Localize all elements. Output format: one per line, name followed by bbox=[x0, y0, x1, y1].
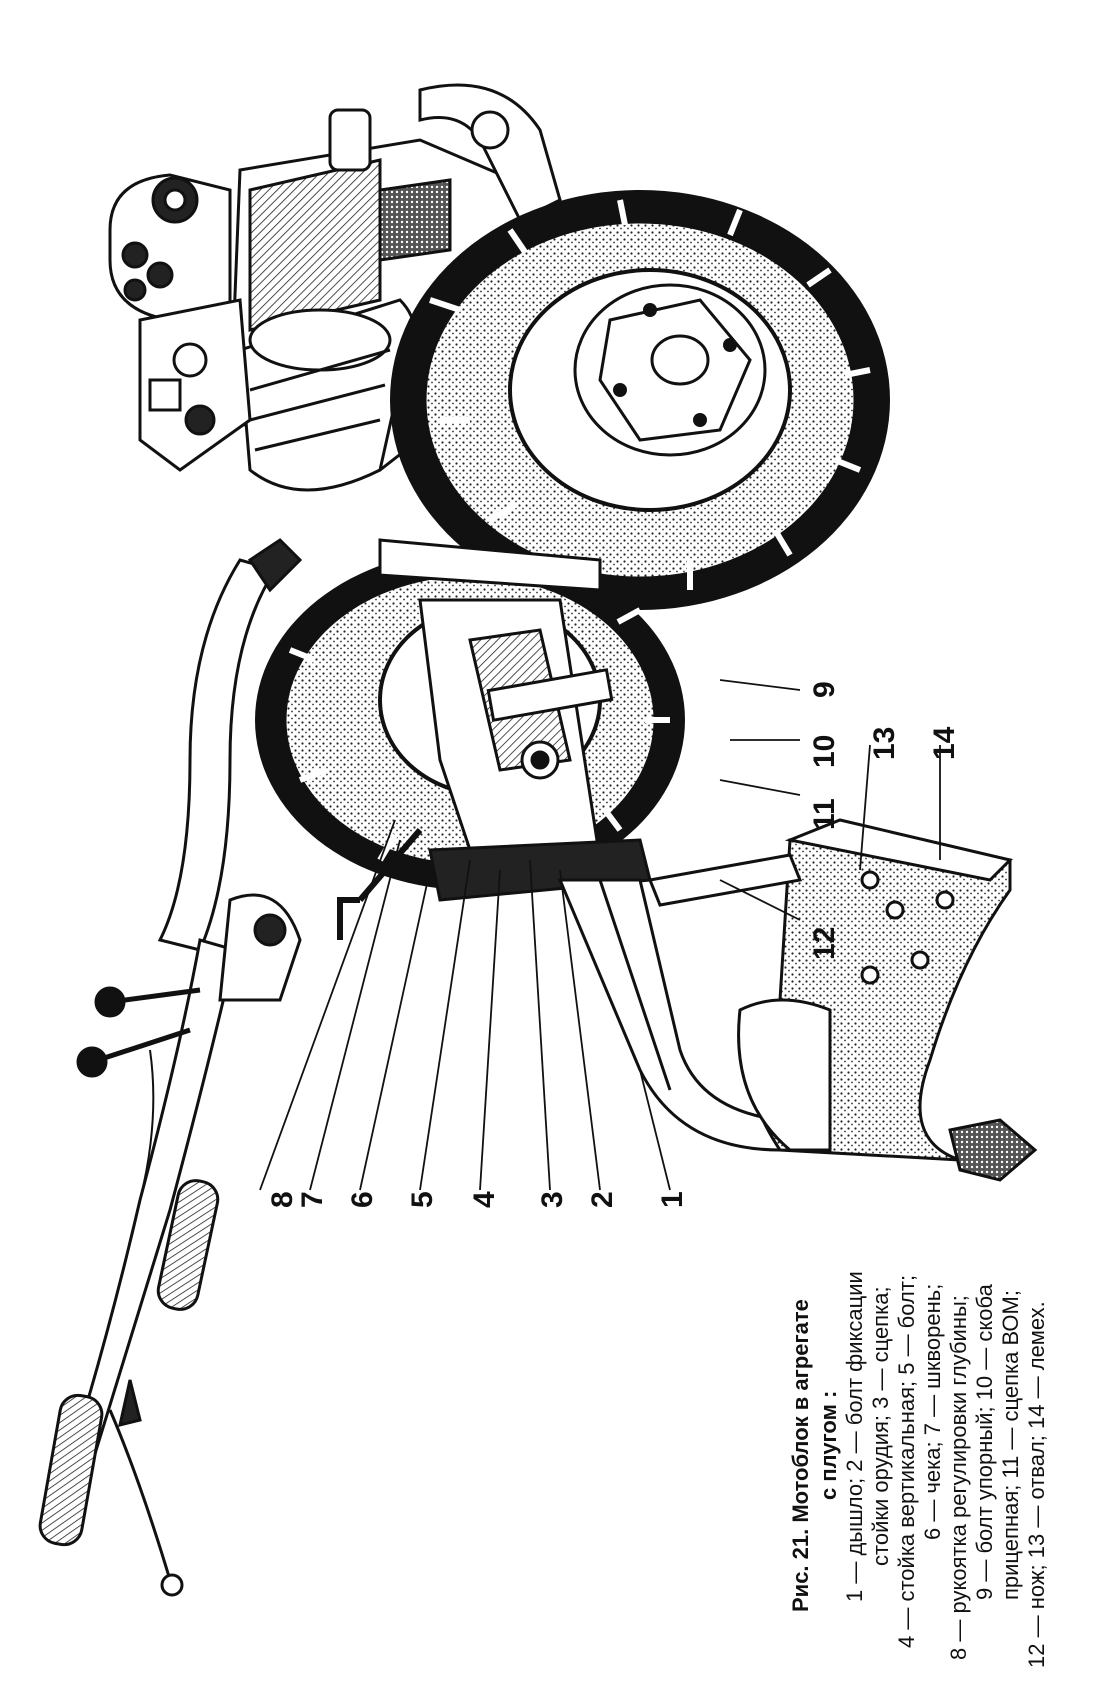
caption-line: прицепная; 11 — сцепка ВОМ; bbox=[998, 1290, 1023, 1600]
callout-11: 11 bbox=[808, 798, 841, 830]
caption-line: 12 — нож; 13 — отвал; 14 — лемех. bbox=[1024, 1301, 1049, 1668]
caption-line: стойки орудия; 3 — сцепка; bbox=[868, 1286, 893, 1566]
callout-8: 8 bbox=[266, 1191, 299, 1208]
fuel-tank bbox=[238, 298, 417, 492]
plough-body bbox=[647, 818, 1038, 1182]
caption-line: 9 — болт упорный; 10 — скоба bbox=[972, 1283, 997, 1600]
caption-line: с плугом : bbox=[816, 1391, 841, 1500]
caption-title: Рис. 21. Мотоблок в агрегате bbox=[788, 1299, 813, 1612]
callout-7: 7 bbox=[296, 1191, 329, 1208]
right-wheel bbox=[390, 190, 890, 610]
callout-numbers: 1 2 3 4 5 6 7 8 9 10 11 12 13 14 bbox=[266, 681, 961, 1208]
carburetor-block bbox=[138, 298, 252, 472]
caption-line: 6 — чека; 7 — шкворень; bbox=[920, 1284, 945, 1540]
caption-line: 4 — стойка вертикальная; 5 — болт; bbox=[894, 1275, 919, 1648]
caption-line: 1 — дышло; 2 — болт фиксации bbox=[842, 1271, 867, 1602]
callout-12: 12 bbox=[808, 927, 841, 960]
caption-line: 8 — рукоятка регулировки глубины; bbox=[946, 1295, 971, 1660]
leader-lines bbox=[259, 679, 941, 1191]
callout-6: 6 bbox=[346, 1191, 379, 1208]
callout-14: 14 bbox=[928, 726, 961, 760]
frame-and-hitch bbox=[337, 538, 652, 940]
callout-3: 3 bbox=[536, 1191, 569, 1208]
callout-2: 2 bbox=[586, 1191, 619, 1208]
callout-10: 10 bbox=[808, 735, 841, 768]
callout-5: 5 bbox=[406, 1191, 439, 1208]
callout-9: 9 bbox=[808, 681, 841, 698]
callout-1: 1 bbox=[656, 1191, 689, 1208]
callout-4: 4 bbox=[468, 1191, 501, 1208]
handlebar-assembly bbox=[38, 538, 303, 1597]
callout-13: 13 bbox=[868, 727, 901, 760]
air-filter bbox=[108, 173, 232, 322]
